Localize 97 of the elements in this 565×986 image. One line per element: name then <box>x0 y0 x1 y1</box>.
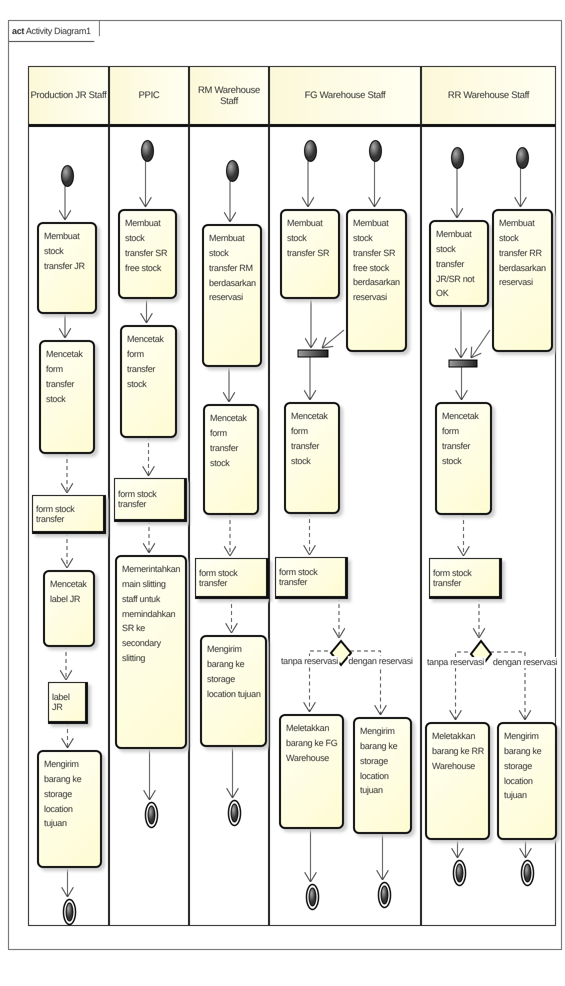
object-node: form stock transfer <box>429 558 502 599</box>
action-box: Mengirim barang ke storage location tujuan <box>353 717 412 834</box>
fork-bar <box>449 360 477 367</box>
swimlane <box>109 66 189 926</box>
object-flow-arrow <box>490 652 532 720</box>
action-box: Membuat stock transfer JR/SR not OK <box>429 220 489 307</box>
final-node <box>378 882 391 908</box>
final-node <box>521 860 534 886</box>
final-node <box>63 899 76 925</box>
swimlane <box>421 66 556 926</box>
action-box: Membuat stock transfer SR free stock <box>118 209 177 299</box>
diagram-frame <box>8 20 562 950</box>
object-node: form stock transfer <box>195 558 269 599</box>
lane-header: RM Warehouse Staff <box>190 67 268 127</box>
control-flow-arrow <box>455 364 468 400</box>
object-flow-arrow <box>303 650 328 712</box>
action-box: Memerintahkan main slitting staff untuk memindahkan SR ke secondary slitting <box>115 555 187 749</box>
object-node: form stock transfer <box>114 478 187 522</box>
action-box: Membuat stock transfer RR berdasarkan reservasi <box>492 209 553 352</box>
swimlane <box>189 66 269 926</box>
control-flow-arrow <box>470 330 490 358</box>
control-flow-arrow <box>450 166 464 218</box>
control-flow-arrow <box>140 296 153 324</box>
action-box: Meletakkan barang ke RR Warehouse <box>425 722 490 840</box>
action-box: Meletakkan barang ke FG Warehouse <box>279 714 344 829</box>
action-box: Mencetak label JR <box>43 570 95 647</box>
control-flow-arrow <box>302 160 314 208</box>
object-flow-arrow <box>472 596 486 638</box>
lane-header: Production JR Staff <box>29 67 108 127</box>
control-flow-arrow <box>226 744 239 798</box>
object-flow-arrow <box>225 596 238 634</box>
initial-node <box>226 160 239 182</box>
guard-label: tanpa reservasi <box>426 657 486 668</box>
guard-label: dengan reservasi <box>347 656 414 667</box>
object-node: form stock transfer <box>275 557 348 599</box>
control-flow-arrow <box>514 166 527 208</box>
control-flow-arrow <box>58 184 72 220</box>
object-flow-arrow <box>332 596 346 638</box>
action-box: Mencetak form transfer stock <box>39 340 95 454</box>
final-node <box>306 884 319 910</box>
object-flow-arrow <box>449 652 468 720</box>
lane-header: RR Warehouse Staff <box>422 67 555 127</box>
swimlane <box>28 66 109 926</box>
guard-label: dengan reservasi <box>492 657 558 668</box>
object-flow-arrow <box>142 520 156 554</box>
action-box: Mengirim barang ke storage location tujuan <box>497 722 557 840</box>
control-flow-arrow <box>58 312 72 338</box>
control-flow-arrow <box>451 838 464 858</box>
control-flow-arrow <box>519 838 532 858</box>
guard-label: tanpa reservasi <box>280 656 340 667</box>
control-flow-arrow <box>61 866 74 898</box>
object-node: form stock transfer <box>32 495 106 534</box>
control-flow-arrow <box>304 354 316 400</box>
final-node <box>228 800 241 826</box>
initial-node <box>141 140 154 162</box>
control-flow-arrow <box>224 180 236 222</box>
control-flow-arrow <box>322 330 344 348</box>
object-node: label JR <box>48 682 88 724</box>
object-flow-arrow <box>60 532 74 568</box>
frame-tab: act Activity Diagram1 <box>9 21 100 42</box>
object-flow-arrow <box>142 436 155 476</box>
control-flow-arrow <box>304 826 317 882</box>
final-node <box>453 860 466 886</box>
control-flow-arrow <box>139 160 152 208</box>
object-flow-arrow <box>224 512 236 556</box>
control-flow-arrow <box>143 746 156 800</box>
action-box: Membuat stock transfer SR free stock berdasarkan reservasi <box>346 209 407 352</box>
control-flow-arrow <box>454 304 468 358</box>
action-box: Membuat stock transfer SR <box>280 209 340 299</box>
initial-node <box>61 165 74 187</box>
lane-header: PPIC <box>110 67 188 127</box>
action-box: Membuat stock transfer RM berdasarkan reservasi <box>202 224 262 367</box>
control-flow-arrow <box>376 832 389 880</box>
action-box: Mencetak form transfer stock <box>120 325 177 438</box>
initial-node <box>369 140 382 162</box>
action-box: Mencetak form transfer stock <box>203 404 259 515</box>
object-flow-arrow <box>60 452 74 494</box>
action-box: Mengirim barang ke storage location tujuan <box>37 750 102 868</box>
control-flow-arrow <box>222 364 236 402</box>
initial-node <box>451 147 464 169</box>
final-node <box>145 802 158 828</box>
action-box: Mencetak form transfer stock <box>435 402 492 515</box>
object-flow-arrow <box>60 644 72 680</box>
control-flow-arrow <box>368 160 381 208</box>
lane-header: FG Warehouse Staff <box>270 67 420 127</box>
object-flow-arrow <box>303 512 316 556</box>
action-box: Mencetak form transfer stock <box>284 402 340 514</box>
control-flow-arrow <box>304 296 318 348</box>
initial-node <box>516 147 529 169</box>
action-box: Mengirim barang ke storage location tujuan <box>200 635 267 747</box>
initial-node <box>304 140 317 162</box>
object-flow-arrow <box>457 512 470 556</box>
object-flow-arrow <box>350 650 387 716</box>
object-flow-arrow <box>61 722 74 748</box>
swimlane <box>269 66 421 926</box>
fork-bar <box>298 350 328 357</box>
action-box: Membuat stock transfer JR <box>37 222 97 314</box>
